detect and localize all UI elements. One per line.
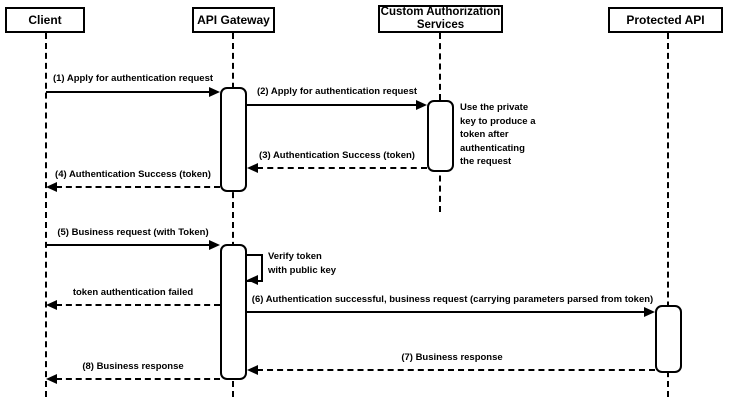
- message-4-line: [56, 186, 220, 188]
- message-7-label: (7) Business response: [401, 352, 503, 363]
- message-3-line: [257, 167, 427, 169]
- activation-bar-api-gateway-auth: [220, 87, 247, 192]
- participant-custom-authorization-services: Custom Authorization Services: [378, 5, 503, 33]
- self-message-verify-token-label: Verify token with public key: [268, 251, 337, 276]
- lifeline-api-gateway: [232, 33, 234, 397]
- arrowhead-left-icon: [46, 182, 57, 192]
- note-private-key-text: Use the private key to produce a token a…: [460, 102, 536, 167]
- participant-api-gateway: API Gateway: [192, 7, 275, 33]
- message-8-line: [56, 378, 220, 380]
- message-token-failed-label: token authentication failed: [72, 287, 194, 298]
- arrowhead-left-icon: [46, 374, 57, 384]
- participant-protected-api-label: Protected API: [626, 12, 705, 27]
- participant-client-label: Client: [28, 12, 62, 27]
- message-2-label: (2) Apply for authentication request: [256, 86, 418, 97]
- activation-bar-api-gateway-business: [220, 244, 247, 380]
- message-1-label: (1) Apply for authentication request: [52, 73, 214, 84]
- arrowhead-right-icon: [644, 307, 655, 317]
- message-8-label: (8) Business response: [82, 361, 184, 372]
- message-token-failed-line: [56, 304, 220, 306]
- arrowhead-right-icon: [209, 87, 220, 97]
- message-5-label: (5) Business request (with Token): [57, 227, 209, 238]
- arrowhead-left-icon: [247, 163, 258, 173]
- arrowhead-left-icon: [46, 300, 57, 310]
- arrowhead-right-icon: [209, 240, 220, 250]
- participant-client: Client: [5, 7, 85, 33]
- arrowhead-right-icon: [416, 100, 427, 110]
- message-1-line: [46, 91, 212, 93]
- participant-api-gateway-label: API Gateway: [197, 12, 270, 27]
- arrowhead-left-icon: [247, 275, 258, 285]
- participant-protected-api: Protected API: [608, 7, 723, 33]
- lifeline-protected-api: [667, 33, 669, 397]
- message-7-line: [257, 369, 655, 371]
- message-5-line: [46, 244, 212, 246]
- message-6-line: [247, 311, 647, 313]
- activation-bar-protected-api: [655, 305, 682, 373]
- participant-custom-authorization-services-label: Custom Authorization Services: [380, 6, 501, 31]
- lifeline-client: [45, 33, 47, 397]
- arrowhead-left-icon: [247, 365, 258, 375]
- message-4-label: (4) Authentication Success (token): [55, 169, 211, 180]
- message-6-label: (6) Authentication successful, business …: [251, 294, 654, 305]
- activation-bar-custom-auth: [427, 100, 454, 172]
- message-2-line: [247, 104, 419, 106]
- message-3-label: (3) Authentication Success (token): [259, 150, 415, 161]
